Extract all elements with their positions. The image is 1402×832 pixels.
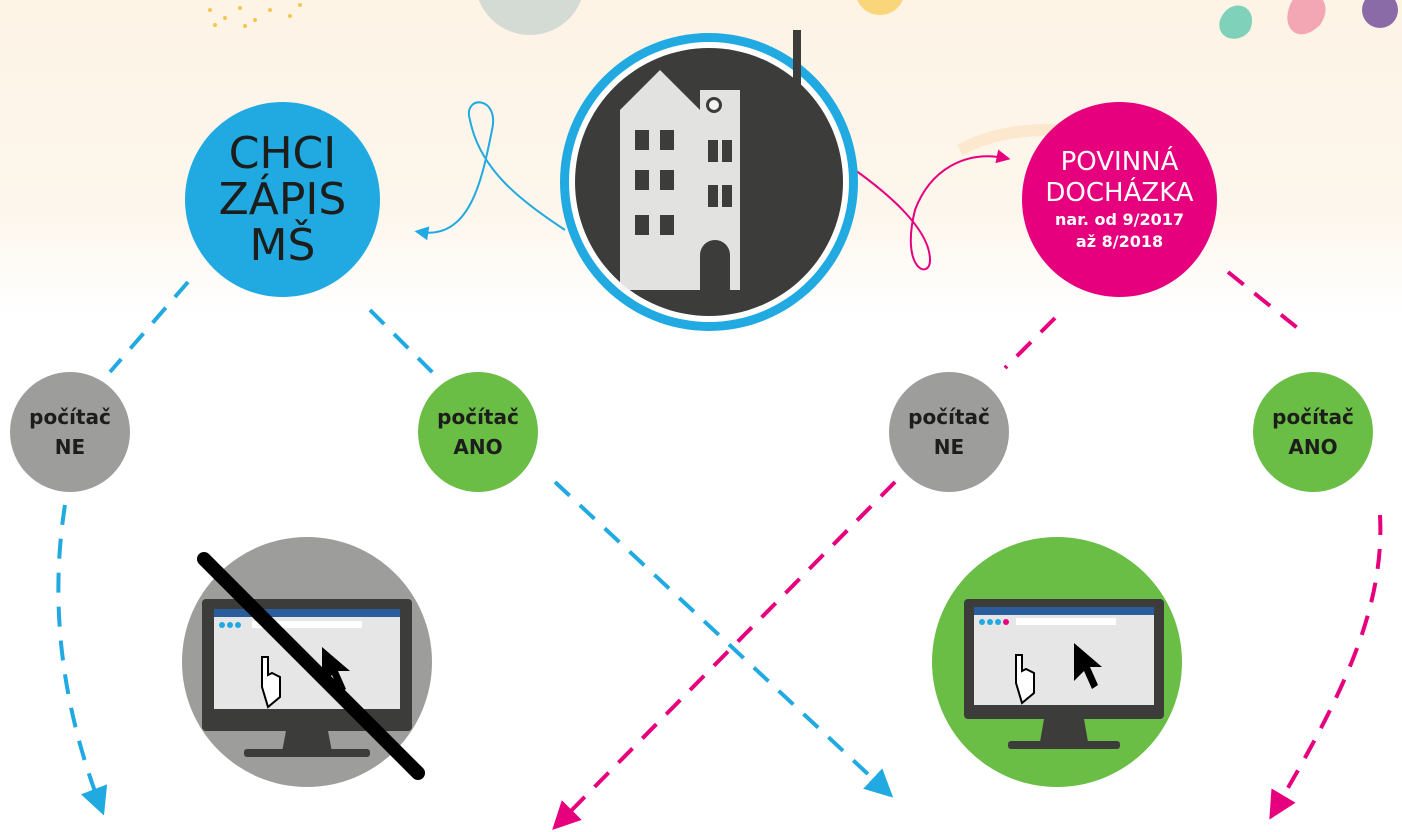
option-label: ANO (1288, 435, 1338, 459)
blue-dash-3 (56, 504, 108, 816)
option-pocitac-ano-left: počítač ANO (418, 372, 538, 492)
topic-line: ZÁPIS (218, 173, 347, 225)
topic-povinna-dochazka: POVINNÁ DOCHÁZKA nar. od 9/2017 až 8/201… (1022, 102, 1217, 297)
computer-crossed-icon (182, 537, 432, 787)
topic-chci-zapis-ms: CHCI ZÁPIS MŠ (185, 102, 380, 297)
blue-dash-4 (553, 480, 894, 798)
loop-arrow-left (414, 101, 566, 241)
pink-dash-4 (1269, 514, 1383, 820)
blue-dash-2 (368, 308, 442, 382)
computer-icon (932, 537, 1182, 787)
option-label: ANO (453, 435, 503, 459)
topic-subline: až 8/2018 (1075, 231, 1164, 251)
option-pocitac-ano-right: počítač ANO (1253, 372, 1373, 492)
option-label: NE (933, 435, 965, 459)
option-label: počítač (29, 405, 111, 429)
topic-line: DOCHÁZKA (1045, 177, 1194, 208)
option-pocitac-ne-right: počítač NE (889, 372, 1009, 492)
topic-line: MŠ (249, 219, 316, 271)
option-label: počítač (908, 405, 990, 429)
blue-dash-1 (108, 280, 190, 374)
topic-line: POVINNÁ (1060, 146, 1179, 177)
topic-subline: nar. od 9/2017 (1055, 209, 1184, 229)
option-label: NE (54, 435, 86, 459)
option-pocitac-ne-left: počítač NE (10, 372, 130, 492)
pink-dash-1 (1003, 316, 1057, 370)
loop-arrow-right (854, 149, 1011, 271)
pink-dash-3 (552, 480, 897, 830)
pink-dash-2 (1226, 270, 1302, 332)
option-label: počítač (1272, 405, 1354, 429)
topic-line: CHCI (228, 127, 337, 179)
option-label: počítač (437, 405, 519, 429)
